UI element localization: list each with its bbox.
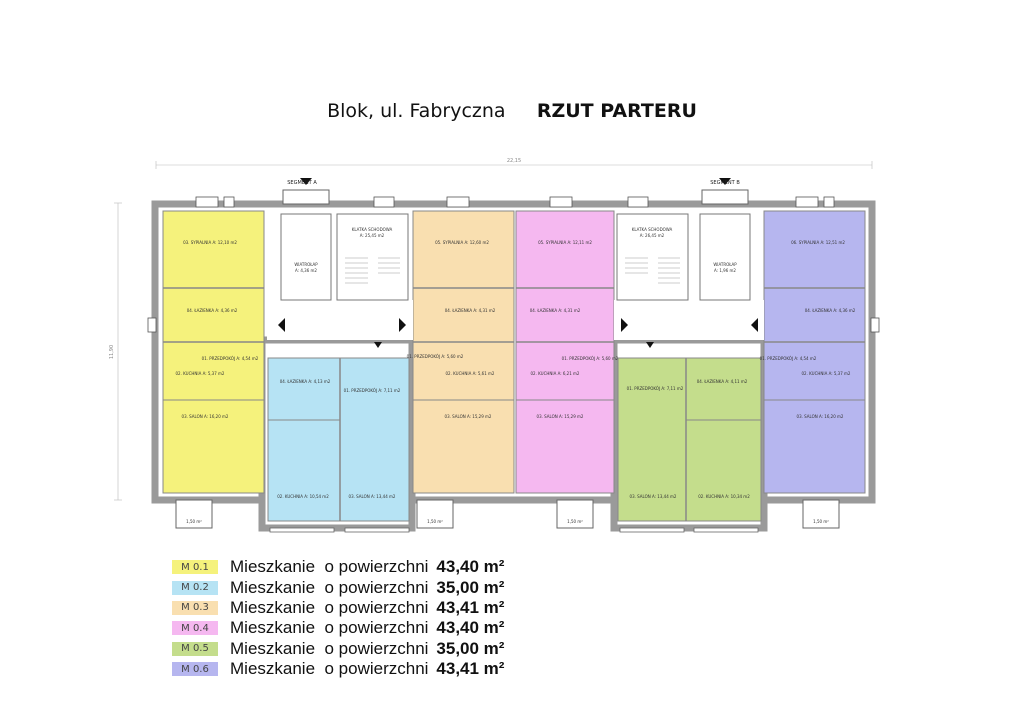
dimension-left: 11,90 (109, 202, 122, 501)
room-label: 03. SYPIALNIA A: 12,10 m2 (183, 240, 237, 245)
corridor-arrow-down-icon (646, 342, 654, 348)
room-label: 03. SALON A: 15,29 m2 (537, 414, 584, 419)
unit-m06: 06. SYPIALNIA A: 12,51 m2 04. ŁAZIENKA A… (760, 210, 866, 494)
dimension-left-label: 11,90 (109, 345, 115, 359)
room-label: 03. SALON A: 15,29 m2 (445, 414, 492, 419)
room-label: 02. KUCHNIA A: 6,21 m2 (531, 371, 580, 376)
segment-b-label: SEGMENT B (710, 180, 740, 186)
unit-m05: 01. PRZEDPOKÓJ A: 7,11 m2 04. ŁAZIENKA A… (617, 357, 762, 522)
legend-area: 35,00 m² (436, 638, 505, 658)
room-label: 02. KUCHNIA A: 5,61 m2 (446, 371, 495, 376)
entrance-canopy-a (282, 189, 330, 205)
unit-m03: 05. SYPIALNIA A: 12,60 m2 04. ŁAZIENKA A… (407, 210, 515, 494)
room-label: 04. ŁAZIENKA A: 4,31 m2 (445, 308, 496, 313)
legend-row: M 0.4 Mieszkanie o powierzchni 43,40 m² (172, 618, 504, 638)
balcony-label: 1,50 m² (427, 519, 443, 524)
corridor-arrow-right-icon (621, 318, 628, 332)
unit-m02: 04. ŁAZIENKA A: 4,13 m2 01. PRZEDPOKÓJ A… (267, 357, 410, 522)
plan-subtitle: Blok, ul. Fabryczna (327, 100, 506, 122)
room-label: 03. SALON A: 13,44 m2 (630, 494, 677, 499)
legend-row: M 0.6 Mieszkanie o powierzchni 43,41 m² (172, 659, 504, 679)
room-label: 03. SALON A: 16,20 m2 (182, 414, 229, 419)
room-label: 01. PRZEDPOKÓJ A: 4,54 m2 (202, 356, 259, 361)
balconies: 1,50 m² 1,50 m² 1,50 m² 1,50 m² (175, 499, 840, 533)
balcony-label: 1,50 m² (813, 519, 829, 524)
room-label: 05. SYPIALNIA A: 12,60 m2 (435, 240, 489, 245)
room-label: 02. KUCHNIA A: 10,54 m2 (277, 494, 329, 499)
corridor-arrow-left-icon (278, 318, 285, 332)
legend: M 0.1 Mieszkanie o powierzchni 43,40 m² … (172, 557, 504, 679)
room-label: 06. SYPIALNIA A: 12,51 m2 (791, 240, 845, 245)
unit-m04: 05. SYPIALNIA A: 12,11 m2 04. ŁAZIENKA A… (515, 210, 619, 494)
stairwell-label: KLATKA SCHODOWA (632, 227, 673, 232)
dimension-top-label: 22,15 (507, 158, 521, 164)
entrance-arrow-a-icon (300, 178, 312, 185)
legend-text: Mieszkanie o powierzchni (230, 577, 429, 597)
dimension-top: 22,15 (155, 158, 873, 169)
legend-text: Mieszkanie o powierzchni (230, 638, 429, 658)
stairwell-area: A: 26,45 m2 (640, 233, 665, 238)
room-label: 03. SALON A: 13,44 m2 (349, 494, 396, 499)
legend-row: M 0.2 Mieszkanie o powierzchni 35,00 m² (172, 577, 504, 597)
legend-row: M 0.1 Mieszkanie o powierzchni 43,40 m² (172, 557, 504, 577)
entrance-arrow-b-icon (719, 178, 731, 185)
vestibule-a (280, 213, 332, 301)
room-label: 01. PRZEDPOKÓJ A: 4,54 m2 (760, 356, 817, 361)
vestibule-label: WIATROŁAP (294, 262, 318, 267)
room-label: 02. KUCHNIA A: 10,34 m2 (698, 494, 750, 499)
legend-swatch: M 0.2 (172, 580, 218, 595)
stairwell-a (336, 213, 409, 301)
segment-a-label: SEGMENT A (287, 180, 317, 186)
room-label: 04. ŁAZIENKA A: 4,36 m2 (187, 308, 238, 313)
room-label: 03. SALON A: 16,20 m2 (797, 414, 844, 419)
vestibule-area: A: 1,96 m2 (714, 268, 736, 273)
room-label: 01. PRZEDPOKÓJ A: 5,60 m2 (562, 356, 619, 361)
room-label: 01. PRZEDPOKÓJ A: 5,60 m2 (407, 354, 464, 359)
legend-row: M 0.5 Mieszkanie o powierzchni 35,00 m² (172, 639, 504, 659)
legend-text: Mieszkanie o powierzchni (230, 618, 429, 638)
legend-swatch: M 0.5 (172, 641, 218, 656)
legend-text: Mieszkanie o powierzchni (230, 597, 429, 617)
unit-m01: 03. SYPIALNIA A: 12,10 m2 04. ŁAZIENKA A… (162, 210, 265, 494)
balcony-label: 1,50 m² (567, 519, 583, 524)
legend-area: 35,00 m² (436, 577, 505, 597)
stairwell-label: KLATKA SCHODOWA (352, 227, 393, 232)
legend-swatch: M 0.3 (172, 600, 218, 615)
balcony-label: 1,50 m² (186, 519, 202, 524)
corridor-arrow-down-icon (374, 342, 382, 348)
plan-main-title: RZUT PARTERU (536, 100, 697, 122)
common-areas: KLATKA SCHODOWA A: 25,45 m2 KLATKA SCHOD… (267, 178, 764, 348)
room-label: 05. SYPIALNIA A: 12,11 m2 (538, 240, 592, 245)
legend-swatch: M 0.4 (172, 621, 218, 636)
room-label: 01. PRZEDPOKÓJ A: 7,11 m2 (344, 388, 401, 393)
legend-area: 43,40 m² (436, 557, 505, 577)
room-label: 02. KUCHNIA A: 5,37 m2 (802, 371, 851, 376)
room-label: 04. ŁAZIENKA A: 4,31 m2 (530, 308, 581, 313)
stairwell-area: A: 25,45 m2 (360, 233, 385, 238)
legend-swatch: M 0.1 (172, 560, 218, 575)
corridor-arrow-right-icon (399, 318, 406, 332)
room-label: 04. ŁAZIENKA A: 4,13 m2 (280, 379, 331, 384)
entrance-canopy-b (701, 189, 749, 205)
vestibule-label: WIATROŁAP (713, 262, 737, 267)
legend-area: 43,40 m² (436, 618, 505, 638)
vestibule-area: A: 4,36 m2 (295, 268, 317, 273)
legend-area: 43,41 m² (436, 659, 505, 679)
room-label: 01. PRZEDPOKÓJ A: 7,11 m2 (627, 386, 684, 391)
room-label: 04. ŁAZIENKA A: 4,36 m2 (805, 308, 856, 313)
legend-text: Mieszkanie o powierzchni (230, 557, 429, 577)
room-label: 02. KUCHNIA A: 5,37 m2 (176, 371, 225, 376)
legend-swatch: M 0.6 (172, 662, 218, 677)
windows-top (195, 196, 835, 208)
corridor-arrow-left-icon (751, 318, 758, 332)
legend-area: 43,41 m² (436, 597, 505, 617)
legend-text: Mieszkanie o powierzchni (230, 659, 429, 679)
side-doors (147, 317, 880, 333)
vestibule-b (699, 213, 751, 301)
room-label: 04. ŁAZIENKA A: 4,11 m2 (697, 379, 748, 384)
stairwell-b (616, 213, 689, 301)
plan-title: Blok, ul. Fabryczna RZUT PARTERU (0, 100, 1024, 123)
legend-row: M 0.3 Mieszkanie o powierzchni 43,41 m² (172, 598, 504, 618)
